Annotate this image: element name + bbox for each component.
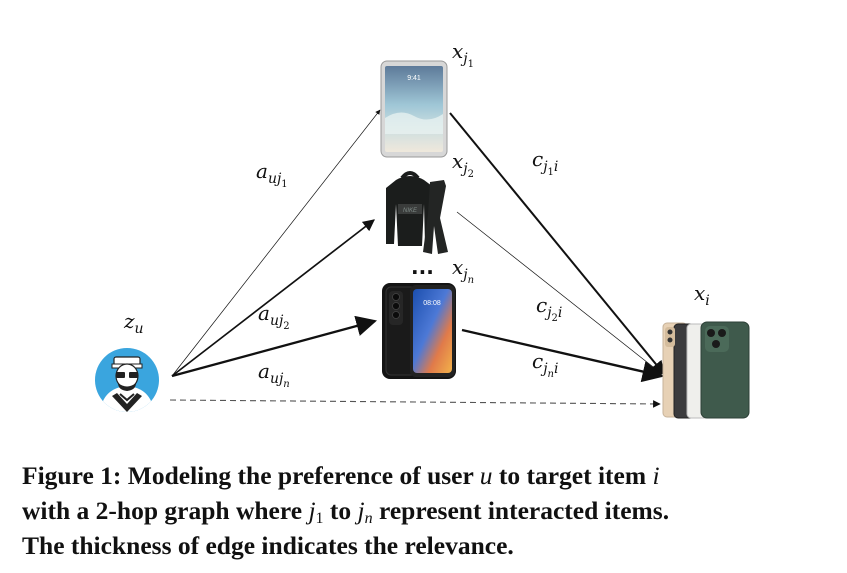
- user-avatar-icon: [95, 348, 159, 412]
- edge-user-target-dashed: [169, 399, 661, 408]
- label-item2: xj2: [452, 149, 474, 180]
- tablet-icon: 9:41: [380, 60, 448, 158]
- caption-line-2: with a 2-hop graph where j1 to jn repres…: [22, 493, 837, 528]
- label-edge-cn: cjni: [532, 349, 558, 380]
- edge-user-item2: [171, 219, 375, 377]
- label-edge-c1: cj1i: [532, 147, 558, 178]
- caption-text: Figure 1: Modeling the preference of use…: [22, 461, 480, 490]
- label-edge-c2: cj2i: [536, 293, 562, 324]
- edge-item1-target: [449, 112, 665, 376]
- caption-text: represent interacted items.: [372, 496, 670, 525]
- caption-var-j: j: [308, 496, 316, 525]
- caption-var-j: j: [357, 496, 365, 525]
- caption-line-3: The thickness of edge indicates the rele…: [22, 531, 514, 560]
- label-itemn: xjn: [452, 255, 474, 286]
- svg-text:NIKE: NIKE: [403, 208, 418, 214]
- label-user: zu: [123, 309, 144, 337]
- phone-time: 08:08: [423, 300, 441, 307]
- tablet-time: 9:41: [407, 75, 421, 82]
- label-ellipsis: ...: [411, 255, 434, 279]
- target-phones-icon: [662, 321, 750, 419]
- caption-text: to target item: [492, 461, 653, 490]
- label-item1: xj1: [452, 39, 474, 70]
- edge-user-item1: [171, 109, 381, 377]
- caption-sub-n: n: [364, 510, 373, 527]
- smartphone-icon: 08:08: [382, 283, 456, 379]
- edge-item2-target: [456, 211, 663, 375]
- label-target: xi: [694, 281, 710, 309]
- edge-user-itemn: [171, 315, 377, 378]
- caption-text: with a 2-hop graph where: [22, 496, 309, 525]
- label-edge-an: aujn: [258, 359, 290, 390]
- label-edge-a2: auj2: [258, 301, 290, 332]
- caption-sub-1: 1: [315, 510, 324, 527]
- tracksuit-icon: NIKE: [386, 171, 448, 254]
- edge-itemn-target: [461, 328, 665, 383]
- label-edge-a1: auj1: [256, 159, 288, 190]
- caption-line-1: Figure 1: Modeling the preference of use…: [22, 458, 837, 493]
- figure-caption: Figure 1: Modeling the preference of use…: [22, 458, 837, 563]
- graph-diagram: 9:41 NIKE 08:08 zu xj1 xj2 ..: [95, 39, 750, 419]
- caption-text: to: [323, 496, 358, 525]
- caption-var-u: u: [479, 461, 493, 490]
- caption-var-i: i: [652, 461, 660, 490]
